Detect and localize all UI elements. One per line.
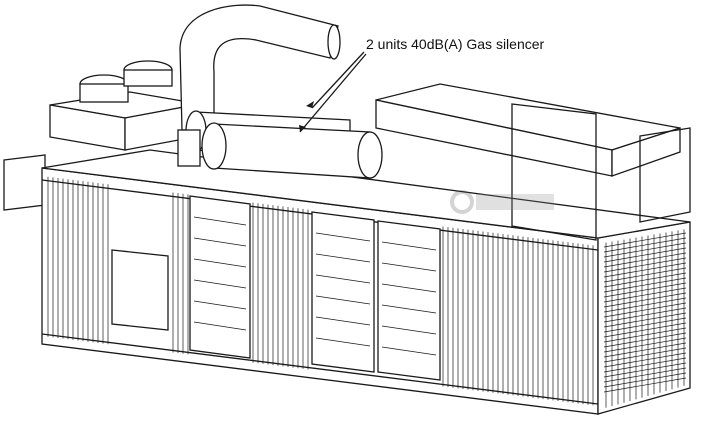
access-doors (111, 195, 441, 381)
wall-louvres (41, 176, 599, 406)
silencer-callout-label: 2 units 40dB(A) Gas silencer (366, 36, 545, 52)
gas-silencer (177, 110, 383, 179)
exhaust-elbow (179, 4, 339, 131)
callout-arrow (311, 51, 365, 109)
callout-arrow (299, 53, 367, 133)
watermark-logo (450, 190, 554, 214)
end-grille (603, 229, 687, 408)
side-duct (3, 154, 46, 211)
container-top (41, 149, 691, 239)
lifting-frame (511, 103, 597, 241)
door-panels (193, 216, 437, 356)
